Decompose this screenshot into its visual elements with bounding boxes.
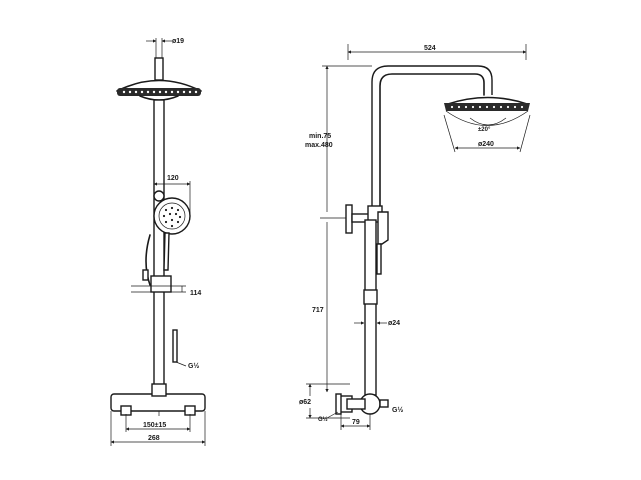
dim-min-max: min.75 max.480	[305, 65, 372, 212]
hand-shower-side	[376, 211, 389, 275]
label-arm-length: 524	[424, 45, 436, 52]
shower-arm-inner	[379, 73, 485, 221]
mixer-side	[335, 393, 389, 415]
slider-side	[363, 289, 378, 305]
label-offset: 79	[352, 419, 360, 426]
shower-arm-outer	[371, 65, 493, 220]
riser-pipe-front	[153, 99, 165, 391]
label-total-width: 268	[148, 435, 160, 442]
label-head-diameter: ø240	[478, 141, 494, 148]
label-connection-spacing: 150±15	[143, 422, 166, 429]
label-min: min.75	[309, 133, 331, 140]
dim-hand-shower-width: 120	[153, 175, 191, 216]
label-riser-diameter: ø24	[388, 320, 400, 327]
label-hand-shower-width: 120	[167, 175, 179, 182]
inlet-rod-front	[172, 329, 178, 363]
holder-knob	[153, 190, 165, 202]
label-pipe-diameter: ø19	[172, 38, 184, 45]
dim-riser-diameter: ø24	[354, 320, 400, 327]
slider-bracket-front: 114	[131, 269, 201, 297]
riser-pipe-side	[364, 219, 377, 396]
label-thread-inlet: G½	[188, 362, 199, 370]
dim-connection-spacing: 150±15	[125, 414, 191, 432]
dim-offset: 79	[340, 414, 371, 430]
side-view: 524 ±20° ø240 min.75	[299, 44, 531, 430]
label-slider-height: 114	[190, 290, 201, 297]
hand-shower-front	[153, 197, 191, 271]
label-height: 717	[312, 307, 324, 314]
dim-arm-length: 524	[347, 44, 527, 60]
label-tilt-angle: ±20°	[478, 127, 491, 133]
overhead-shower-front	[116, 79, 202, 101]
dim-total-width: 268	[110, 411, 206, 446]
dim-pipe-diameter: ø19	[146, 38, 184, 60]
label-thread-left: G½	[318, 416, 328, 423]
mixer-bar-front	[110, 383, 206, 416]
dim-mixer-diameter: ø62	[299, 383, 350, 419]
label-mixer-diameter: ø62	[299, 399, 311, 406]
hose-front	[145, 234, 151, 286]
top-connector	[154, 57, 164, 81]
label-max: max.480	[305, 142, 333, 149]
dim-height: 717	[312, 222, 329, 393]
label-thread-right: G½	[392, 406, 403, 414]
overhead-shower-side: ±20° ø240	[443, 96, 531, 153]
front-view: ø19	[110, 38, 206, 446]
